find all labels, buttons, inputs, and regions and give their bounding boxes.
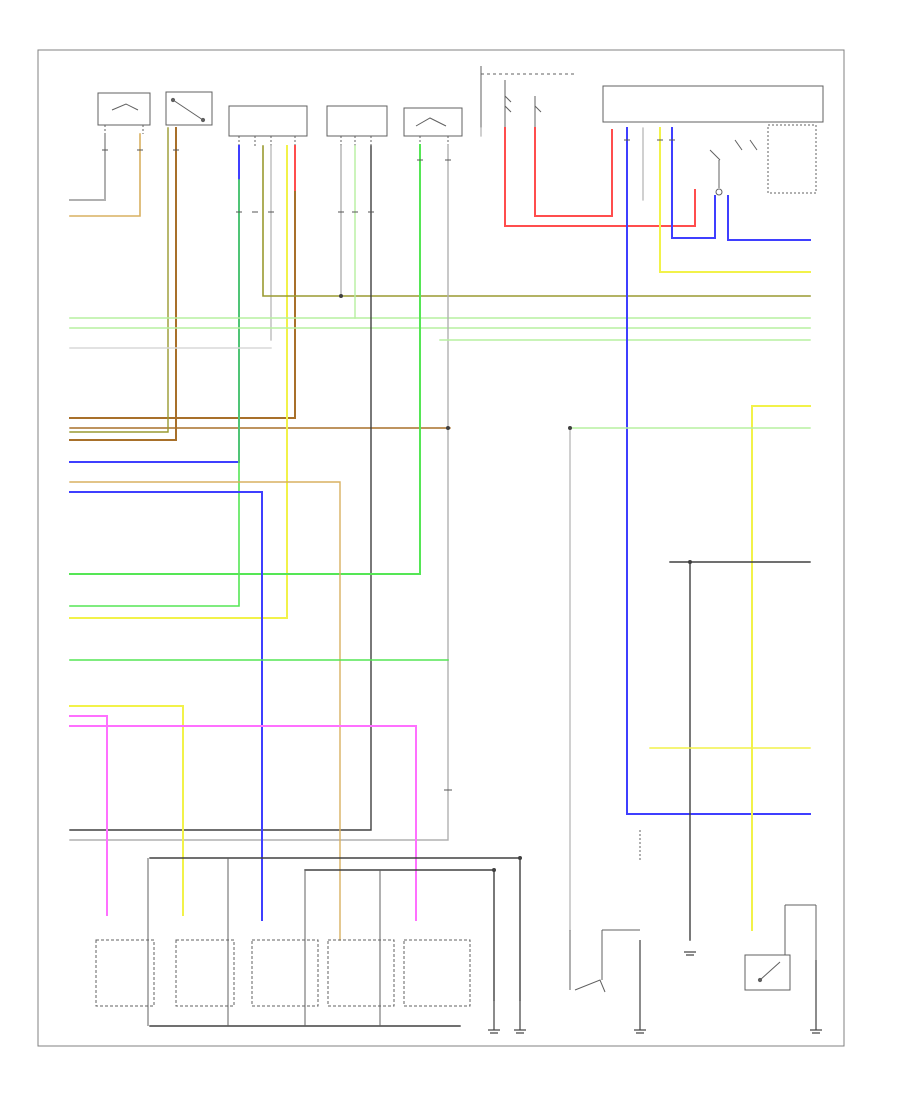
wire-black-ground-bus-2 [304,869,495,1001]
wire-green-sc [69,144,421,575]
injector-1 [95,939,155,1007]
wire-blue-mid [69,491,263,921]
page-frame [37,49,845,1047]
wire-grey-sc [69,144,449,841]
wire-red-fuse-2 [534,127,613,217]
injector-2 [175,939,235,1007]
sensor-d [744,904,817,991]
injector-3 [251,939,319,1007]
ground-symbols [488,940,822,1034]
ecm-header [602,85,824,123]
wire-blue-ecm-1 [626,127,811,815]
wire-brown-1 [69,127,177,441]
injector-5 [403,939,471,1007]
connector-ticks [102,139,675,791]
sensor-b [165,91,213,126]
ecm-internal-detail [709,124,817,196]
injector-4 [327,939,395,1007]
switch-1 [569,929,640,993]
wire-tan-top-left [69,133,141,217]
top-components [97,66,824,146]
wire-tan-mid [69,481,341,941]
wire-olive-1 [69,127,169,433]
wire-blue-ecm-2 [671,127,716,239]
wire-grey-top-left [69,133,106,201]
wire-yellow-low [69,705,184,916]
wire-black-ground-bus [149,857,521,1001]
wire-yellow-m1 [69,145,288,619]
wires [69,127,811,1027]
fuse-box [480,66,575,128]
bottom-right-components [569,830,817,993]
wire-blue-ecm-3 [727,195,811,241]
module-2 [326,105,388,146]
splice-dots [339,294,692,872]
wire-yellow-right [751,405,811,931]
wire-yellow-ecm [659,127,811,273]
module-1 [228,105,308,146]
sensor-a [97,92,151,134]
wire-pink-long [69,725,417,921]
wire-black-m2 [69,145,372,831]
injectors [95,858,471,1026]
sensor-c [403,107,463,145]
wire-pink-low [69,715,108,916]
wire-blue-m1 [69,145,240,463]
wire-green-m1 [69,179,240,607]
wire-brown-2 [69,145,296,419]
wire-red-fuse-1 [504,127,696,227]
